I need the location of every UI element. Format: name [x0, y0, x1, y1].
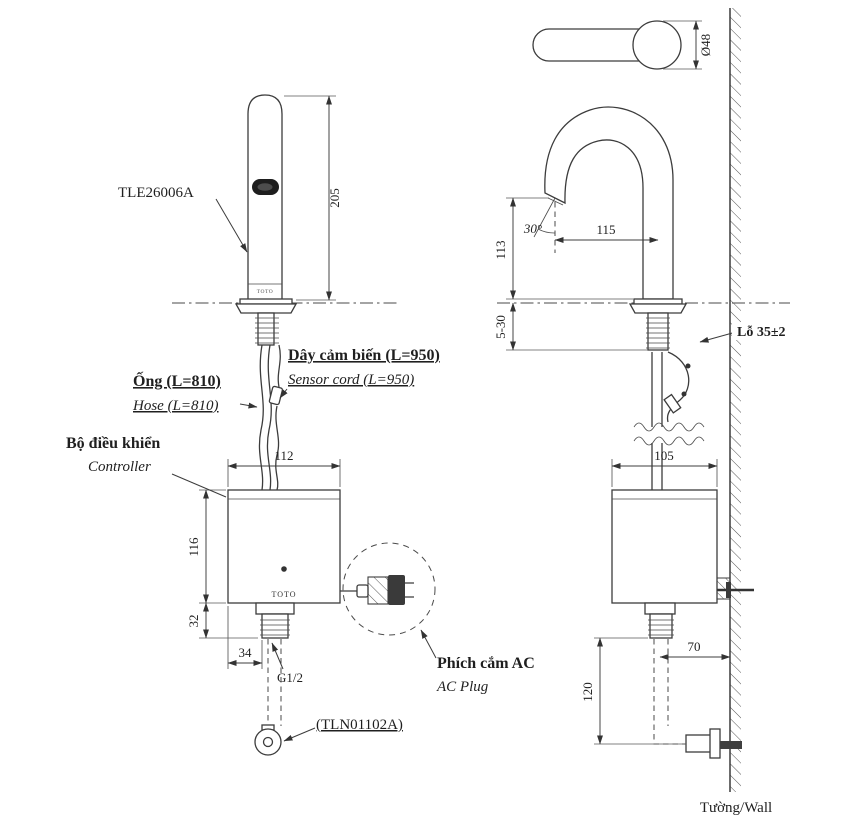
dim-shank-offset: 34 [227, 606, 263, 669]
sensor-cord-line [277, 344, 281, 388]
controller-brand-text: TOTO [271, 590, 296, 599]
dim-spout-diameter: Ø48 [663, 20, 713, 70]
dim-controller-width: 112 [227, 448, 341, 487]
dim-controller-bottom: 32 [186, 602, 258, 639]
controller-label-en: Controller [88, 459, 151, 475]
faucet-shank [257, 312, 275, 346]
dim-deck-thickness: 5-30 [493, 302, 648, 351]
dim-outlet-to-wall: 70 [659, 639, 731, 660]
hole-label: Lỗ 35±2 [737, 324, 786, 340]
side-view: Ø48 [493, 8, 804, 816]
cord-loop-side [633, 351, 705, 490]
shank-side [647, 312, 669, 351]
ac-adapter [367, 576, 389, 605]
dim-spout-height: 205 [284, 95, 342, 301]
controller-front: TOTO [227, 489, 341, 639]
faucet-front: TOTO [234, 94, 298, 346]
ac-plug-head [388, 575, 405, 605]
ac-plug-leader [420, 629, 437, 659]
thread-label: G1/2 [277, 670, 303, 685]
controller-side [611, 489, 754, 639]
dim-controller-height-text: 116 [186, 537, 201, 557]
hose-line [258, 344, 264, 491]
dim-supply-drop-text: 120 [580, 682, 595, 702]
dim-controller-depth-text: 105 [654, 448, 674, 463]
dim-angle-text: 30° [523, 221, 542, 236]
sensor-cord-label-vi: Dây cảm biến (L=950) [288, 347, 440, 364]
wall-label: Tường/Wall [700, 800, 772, 816]
hose-leader [239, 402, 258, 409]
hose-and-cord [258, 344, 284, 491]
detail-balloon [342, 542, 436, 636]
dim-spout-height-text: 205 [327, 188, 342, 208]
dim-deck-thickness-text: 5-30 [493, 315, 508, 339]
sensor-cord-label-en: Sensor cord (L=950) [288, 372, 414, 388]
break-line-top [633, 422, 705, 432]
stop-valve-front [254, 724, 282, 756]
ac-plug-label-vi: Phích cắm AC [437, 655, 535, 672]
wall-hatch [730, 8, 741, 792]
dim-spout-diameter-text: Ø48 [698, 34, 713, 56]
faucet-base [239, 298, 293, 305]
supply-dashed-side [653, 639, 686, 745]
controller-label-vi: Bộ điều khiển [66, 435, 160, 452]
controller-fitting [255, 602, 295, 615]
faucet-brand-text: TOTO [257, 289, 273, 295]
hose-label-en: Hose (L=810) [132, 398, 219, 414]
dim-outlet-to-wall-text: 70 [688, 639, 701, 654]
controller-leader [171, 473, 227, 498]
dim-controller-bottom-text: 32 [186, 615, 201, 628]
hole-callout: Lỗ 35±2 [699, 322, 804, 343]
dim-supply-drop: 120 [580, 637, 686, 745]
dim-controller-depth: 105 [611, 448, 718, 487]
spout-top-view [532, 20, 682, 70]
angle-construction: 30° [523, 197, 556, 253]
controller-led [281, 566, 287, 572]
dim-reach: 115 [554, 222, 659, 243]
controller-fitting-side [644, 602, 676, 615]
cord-connector [268, 385, 284, 406]
dim-reach-text: 115 [596, 222, 615, 237]
stop-valve-leader [283, 727, 316, 742]
ac-plug-detail [340, 542, 436, 636]
thread-leader [271, 642, 284, 670]
model-leader [215, 198, 248, 253]
sensor-cord-leader [279, 388, 288, 399]
front-view: TOTO TOTO [66, 94, 535, 756]
dim-controller-width-text: 112 [274, 448, 293, 463]
stop-valve-label: (TLN01102A) [316, 717, 403, 733]
model-label: TLE26006A [118, 185, 194, 201]
faucet-side [544, 106, 688, 351]
dim-outlet-height: 113 [493, 197, 633, 300]
hose-label-vi: Ống (L=810) [133, 370, 221, 390]
ac-plug-label-en: AC Plug [436, 679, 489, 695]
ac-plug-prongs [405, 582, 414, 598]
dim-shank-offset-text: 34 [239, 645, 253, 660]
dim-outlet-height-text: 113 [493, 240, 508, 259]
stop-valve-side [685, 728, 742, 759]
break-line-bottom [633, 436, 705, 446]
dim-controller-height: 116 [186, 489, 226, 604]
